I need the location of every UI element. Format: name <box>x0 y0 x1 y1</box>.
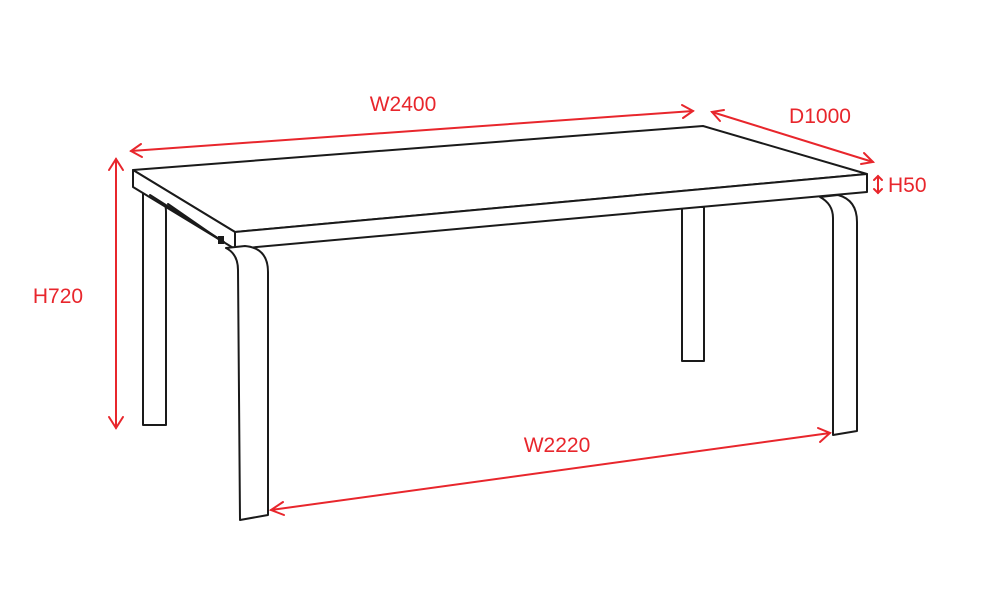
label-inner-width: W2220 <box>524 434 591 457</box>
arrowhead-up <box>873 174 883 181</box>
arrowhead-left <box>129 143 143 158</box>
dimension-total-width: W2400 <box>129 93 695 158</box>
arrowhead-front <box>860 152 876 165</box>
dimension-top-thickness: H50 <box>873 174 927 197</box>
arrowhead-right <box>817 427 832 443</box>
dimension-depth: D1000 <box>710 105 876 165</box>
leg-back-right <box>681 206 705 362</box>
leg-front-right <box>819 194 858 436</box>
dimension-height: H720 <box>33 157 124 430</box>
arrowhead-right <box>681 104 695 119</box>
arrowhead-bottom <box>108 416 124 430</box>
dimension-inner-width: W2220 <box>268 427 832 516</box>
leg-back-left <box>142 191 167 426</box>
label-depth: D1000 <box>789 105 851 128</box>
label-total-width: W2400 <box>370 93 437 116</box>
label-height: H720 <box>33 285 83 308</box>
leg-front-left <box>225 245 269 521</box>
arrowhead-back <box>710 109 725 122</box>
arrowhead-left <box>268 501 285 516</box>
arrowhead-top <box>108 157 124 171</box>
apron-left <box>149 194 225 244</box>
table-top <box>132 125 868 250</box>
arrowhead-down <box>873 188 883 195</box>
label-top-thickness: H50 <box>888 174 927 197</box>
